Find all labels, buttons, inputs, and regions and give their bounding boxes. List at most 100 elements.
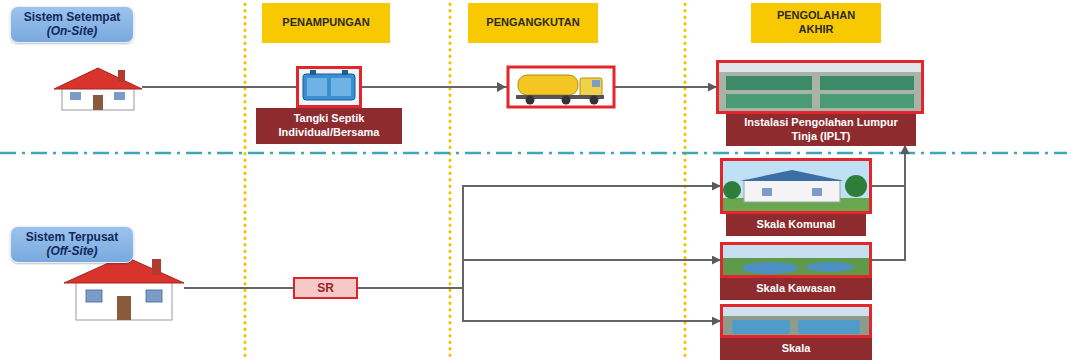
arrow-head <box>497 82 506 92</box>
picture-frame <box>508 67 614 107</box>
house-door <box>117 296 131 320</box>
facility-label: Instalasi Pengolahan Lumpur Tinja (IPLT) <box>732 116 910 144</box>
truck-window <box>592 80 600 87</box>
treatment-pond <box>742 262 798 274</box>
house-roof <box>54 68 142 89</box>
connection-text: SR <box>317 281 334 295</box>
plant-window <box>812 188 822 196</box>
facility-node: Instalasi Pengolahan Lumpur Tinja (IPLT) <box>716 60 924 146</box>
house-window <box>70 92 81 100</box>
vacuum-truck-picture <box>497 67 614 107</box>
system-text: (Off-Site) <box>46 244 97 258</box>
house-window <box>86 290 102 302</box>
house-window <box>114 92 125 100</box>
house-wall <box>76 280 172 320</box>
facility-node: Skala Kawasan <box>720 242 872 300</box>
picture-ground <box>296 66 362 108</box>
house-wall <box>62 86 134 110</box>
label-plate: Skala <box>720 338 872 360</box>
plant-window <box>762 188 772 196</box>
separator-line <box>684 4 687 358</box>
plant-roof <box>740 170 844 181</box>
picture-land <box>720 258 872 278</box>
drying-bed <box>820 76 914 90</box>
system-box: Sistem Terpusat(Off-Site) <box>10 226 134 263</box>
communal-plant-picture <box>720 158 872 214</box>
picture-frame <box>716 60 924 114</box>
treatment-pond <box>798 320 860 334</box>
picture-frame <box>720 304 872 338</box>
separator-line <box>449 4 452 358</box>
house-door <box>93 95 103 110</box>
facility-node: Skala Komunal <box>720 158 872 236</box>
truck-cab <box>580 78 602 96</box>
tank-chamber <box>331 78 351 96</box>
facility-node: Tangki Septik Individual/Bersama <box>256 66 402 144</box>
header-text: PENGANGKUTAN <box>486 16 579 30</box>
flow-arrow <box>872 146 905 260</box>
column-header: PENGOLAHAN AKHIR <box>751 3 881 43</box>
flow-arrow <box>358 260 720 288</box>
truck-wheel <box>562 96 571 105</box>
label-plate: Skala Kawasan <box>720 278 872 300</box>
house-chimney <box>118 70 125 82</box>
facility-label: Skala <box>782 342 811 356</box>
connection-box: SR <box>293 277 358 299</box>
iplt-picture <box>716 60 924 114</box>
drying-bed <box>820 94 914 108</box>
tree <box>845 175 867 197</box>
picture-frame <box>720 158 872 214</box>
picture-sky <box>720 304 872 338</box>
system-box: Sistem Setempat(On-Site) <box>10 6 134 43</box>
tank-body <box>303 74 355 100</box>
house-icon <box>64 256 184 320</box>
treatment-pond <box>732 320 790 334</box>
septic-tank-picture <box>296 66 362 108</box>
column-header: PENGANGKUTAN <box>468 3 598 43</box>
tank-pipe <box>310 70 316 75</box>
truck-tank <box>518 75 578 95</box>
picture-frame <box>296 66 362 108</box>
header-text: PENAMPUNGAN <box>282 16 369 30</box>
picture-ground <box>716 60 924 114</box>
tank-chamber <box>307 78 327 96</box>
facility-label: Skala Kawasan <box>756 282 836 296</box>
system-divider <box>0 152 1067 155</box>
picture-frame <box>720 242 872 278</box>
drying-bed <box>726 76 812 90</box>
column-separators <box>245 4 685 358</box>
facility-node: Skala <box>720 304 872 360</box>
treatment-pond <box>806 262 854 272</box>
system-text: Sistem Setempat <box>24 10 121 24</box>
truck-wheel <box>526 96 535 105</box>
tank-pipe <box>342 70 348 75</box>
house-pipe <box>184 287 293 289</box>
system-text: Sistem Terpusat <box>26 230 118 244</box>
facility-label: Skala Komunal <box>757 218 836 232</box>
separator-line <box>244 4 247 358</box>
truck-wheel <box>590 96 599 105</box>
house-chimney <box>152 259 161 275</box>
header-text: PENGOLAHAN AKHIR <box>765 9 867 37</box>
flow-arrow <box>358 186 720 288</box>
system-text: (On-Site) <box>47 24 98 38</box>
label-plate: Instalasi Pengolahan Lumpur Tinja (IPLT) <box>726 114 916 146</box>
plant-building <box>744 180 840 202</box>
tree <box>723 181 741 199</box>
label-plate: Skala Komunal <box>726 214 866 236</box>
picture-land <box>720 316 872 338</box>
house-icon <box>54 68 142 110</box>
column-header: PENAMPUNGAN <box>262 3 390 43</box>
drying-bed <box>726 94 812 108</box>
district-plant-picture <box>720 242 872 278</box>
picture-sky <box>720 158 872 214</box>
house-pipe <box>142 86 296 88</box>
flow-arrow <box>358 288 720 321</box>
house-window <box>146 290 162 302</box>
flow-arrow <box>872 146 905 186</box>
label-plate: Tangki Septik Individual/Bersama <box>256 108 402 144</box>
